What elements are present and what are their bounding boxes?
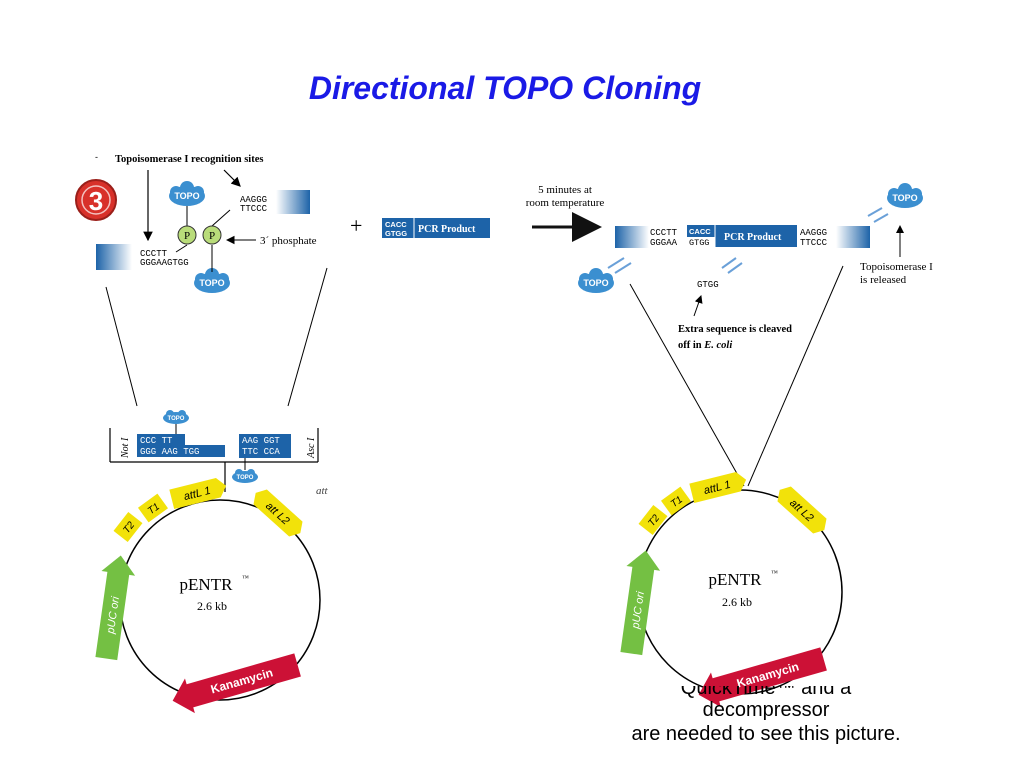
plasmid-map: pENTR ™ 2.6 kb attL 1 att L2 T1 T2 pUC	[95, 477, 321, 714]
dna-end-block	[276, 190, 310, 214]
svg-text:GTGG: GTGG	[689, 238, 709, 248]
topo-cloud-icon: TOPO	[578, 268, 614, 293]
feature-attL2: att L2	[777, 486, 827, 534]
caption-line-1: QuickTime™ and a	[680, 686, 852, 698]
svg-text:TOPO: TOPO	[583, 278, 608, 288]
pcr-product-block: CACC GTGG PCR Product	[382, 218, 490, 238]
feature-T1: T1	[661, 486, 691, 516]
svg-text:P: P	[209, 230, 215, 242]
plasmid-map: pENTR ™ 2.6 kb attL 1 att L2 T1 T2 pUC	[620, 471, 843, 708]
cleavage-marks	[607, 207, 889, 274]
svg-text:GTGG: GTGG	[385, 229, 407, 238]
plasmid-size: 2.6 kb	[197, 599, 227, 613]
phosphate-p-icon: P	[202, 225, 222, 245]
topo-cloud-icon: TOPO	[194, 268, 230, 293]
not-site-label: Not I	[120, 437, 131, 459]
feature-T1: T1	[138, 493, 168, 523]
left-seq-1: CCCTT	[140, 249, 168, 259]
svg-text:TOPO: TOPO	[174, 191, 199, 201]
svg-text:TOPO: TOPO	[168, 416, 185, 422]
feature-puc-ori: pUC ori	[95, 555, 136, 661]
topo-cloud-icon: TOPO	[232, 469, 258, 483]
insert-box-right	[239, 434, 291, 458]
connector-line	[175, 244, 188, 253]
right-seq-right-2: TTCCC	[800, 238, 828, 248]
topo-cloud-icon: TOPO	[163, 410, 189, 424]
feature-puc-ori: pUC ori	[620, 550, 661, 656]
box1-line1: CCC TT	[140, 436, 173, 446]
top-right-seq-1: AAGGG	[240, 195, 267, 205]
insert-box-bottom-left	[137, 445, 225, 457]
right-seq-left-2: GGGAA	[650, 238, 678, 248]
topo-cloud-icon: TOPO	[169, 181, 205, 206]
svg-text:TOPO: TOPO	[199, 278, 224, 288]
zoom-line	[629, 283, 745, 487]
recognition-sites-label: Topoisomerase I recognition sites	[115, 154, 263, 165]
right-seq-left-1: CCCTT	[650, 228, 678, 238]
page-title: Directional TOPO Cloning	[308, 70, 702, 106]
trademark: ™	[242, 574, 249, 582]
box2-line1: AAG GGT	[242, 436, 280, 446]
left-seq-2: GGGAAGTGG	[140, 258, 189, 268]
feature-attL1: attL 1	[169, 477, 227, 509]
caption-line-2: decompressor	[702, 699, 830, 721]
recognition-arrow-diagonal	[223, 169, 241, 187]
zoom-line	[287, 267, 328, 407]
plasmid-size: 2.6 kb	[722, 595, 752, 609]
svg-text:pUC ori: pUC ori	[105, 595, 122, 635]
caption-line-3: are needed to see this picture.	[631, 723, 901, 745]
feature-attL2: att L2	[253, 489, 303, 537]
topo-cloud-icon: TOPO	[887, 183, 923, 208]
feature-kanamycin: Kanamycin	[172, 653, 301, 714]
time-line-2: room temperature	[526, 197, 605, 209]
plasmid-name: pENTR	[180, 575, 234, 594]
svg-text:CACC: CACC	[385, 220, 407, 229]
top-right-seq-2: TTCCC	[240, 204, 268, 214]
svg-text:P: P	[184, 230, 190, 242]
feature-T2: T2	[113, 512, 143, 542]
cleaved-arrow	[693, 295, 703, 317]
cleaved-line-1: Extra sequence is cleaved	[678, 324, 792, 335]
svg-text:TOPO: TOPO	[237, 475, 254, 481]
plus-sign: +	[350, 213, 362, 238]
zoom-line	[747, 265, 844, 487]
feature-attL1: attL 1	[689, 471, 747, 503]
released-line-2: is released	[860, 274, 907, 286]
right-seq-right-1: AAGGG	[800, 228, 827, 238]
svg-text:PCR Product: PCR Product	[418, 224, 476, 235]
trademark: ™	[771, 569, 778, 577]
cleaved-line-2: off in E. coli	[678, 340, 732, 351]
asc-site-label: Asc I	[306, 437, 317, 459]
free-gtgg: GTGG	[697, 280, 719, 290]
insert-bracket	[109, 428, 319, 492]
dash-mark: -	[95, 152, 98, 162]
step-3-badge: 3	[75, 179, 117, 221]
zoom-line	[105, 286, 138, 407]
svg-text:pUC ori: pUC ori	[630, 590, 647, 630]
connector-line	[211, 209, 231, 227]
plasmid-name: pENTR	[709, 570, 763, 589]
released-line-1: Topoisomerase I	[860, 261, 933, 273]
insert-box-top-left	[137, 434, 185, 446]
svg-text:CACC: CACC	[689, 227, 711, 236]
time-line-1: 5 minutes at	[538, 184, 592, 196]
att-label: att	[316, 485, 329, 497]
missing-picture-caption: QuickTime™ and a decompressor are needed…	[586, 686, 946, 746]
svg-text:TOPO: TOPO	[892, 193, 917, 203]
phosphate-label: 3´ phosphate	[260, 235, 317, 247]
dna-end-block	[615, 226, 649, 248]
step-number: 3	[89, 186, 103, 216]
ligated-pcr-product: CACC GTGG PCR Product	[687, 225, 797, 248]
phosphate-p-icon: P	[177, 225, 197, 245]
svg-text:PCR Product: PCR Product	[724, 232, 782, 243]
box1-line2: GGG AAG TGG	[140, 447, 199, 457]
feature-T2: T2	[638, 505, 668, 535]
dna-end-block	[96, 244, 132, 270]
box2-line2: TTC CCA	[242, 447, 280, 457]
dna-end-block	[836, 226, 870, 248]
